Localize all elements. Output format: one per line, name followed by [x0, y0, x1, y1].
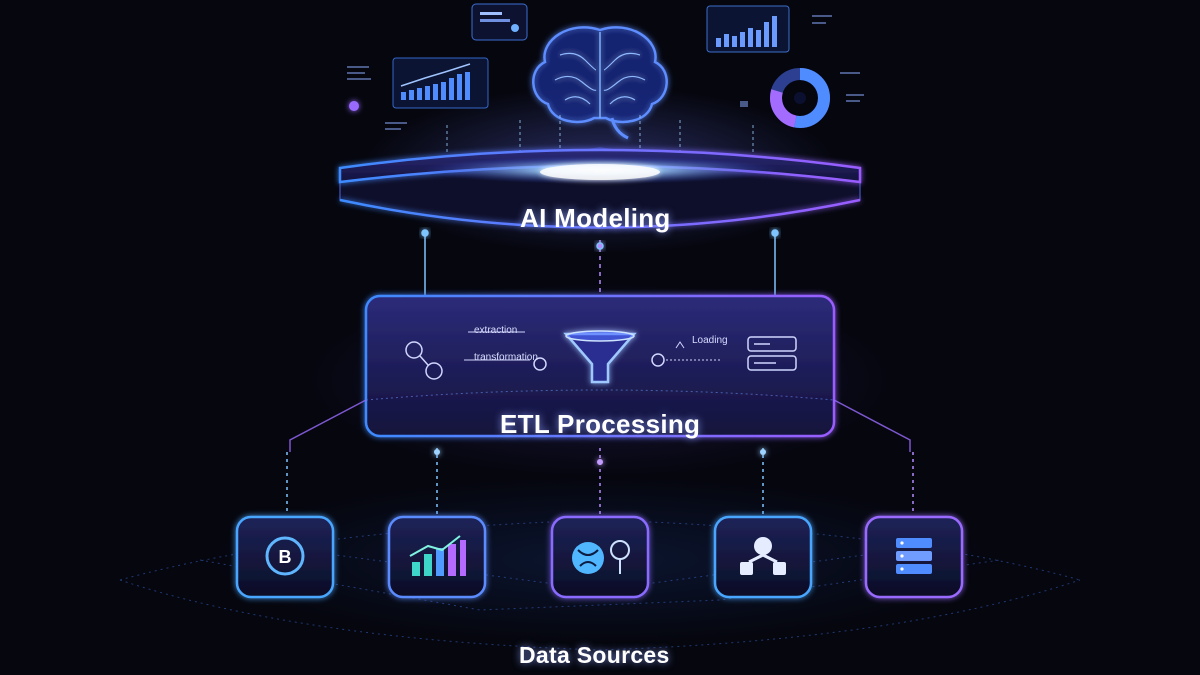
- loading-step-label: Loading: [692, 335, 728, 346]
- brain-icon: [532, 26, 668, 140]
- data-source-tile-1: B: [235, 515, 335, 599]
- link-chain-icon: [405, 341, 443, 380]
- list-stack-icon: [747, 336, 797, 371]
- data-sources-label: Data Sources: [519, 642, 670, 668]
- ai-modeling-platform: [338, 147, 862, 229]
- b-logo-icon: [265, 536, 305, 576]
- etl-wings: [289, 399, 911, 452]
- etl-processing-label: ETL Processing: [500, 409, 701, 439]
- data-source-tile-5: [864, 515, 964, 599]
- extraction-step-label: extraction: [474, 325, 518, 336]
- svg-text:B: B: [279, 547, 292, 567]
- hud-widgets: [347, 3, 864, 130]
- cloud-network-icon: [740, 537, 786, 575]
- funnel-icon: [563, 330, 637, 384]
- etl-source-connectors: [286, 448, 914, 514]
- transformation-step-label: transformation: [474, 352, 538, 363]
- hud-bar-chart-left-icon: [392, 57, 489, 109]
- etl-processing-panel: [364, 294, 836, 438]
- server-stack-icon: [896, 538, 932, 574]
- data-source-tile-3: [550, 515, 650, 599]
- data-source-tile-4: [713, 515, 813, 599]
- ai-etl-connectors: [421, 229, 779, 295]
- bar-chart-icon: [409, 535, 466, 576]
- donut-chart-icon: [770, 68, 830, 128]
- data-source-tile-2: [387, 515, 487, 599]
- hud-dot-icon: [349, 101, 359, 111]
- ai-modeling-label: AI Modeling: [520, 203, 671, 233]
- globe-icon: [572, 540, 630, 574]
